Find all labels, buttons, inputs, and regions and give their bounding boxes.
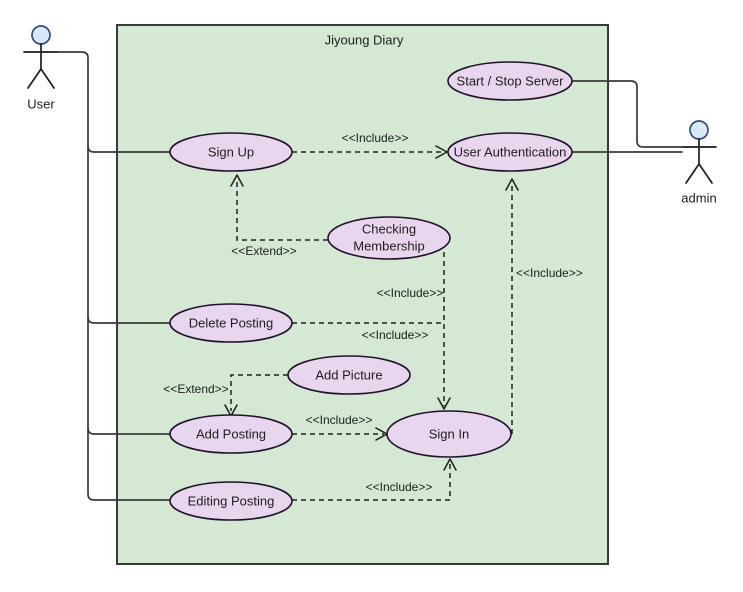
sign-up-label: Sign Up: [208, 144, 254, 159]
assoc-user-to-sign-up: [87, 145, 171, 153]
assoc-user-to-editing-posting: [57, 51, 171, 501]
user-authentication-label: User Authentication: [454, 144, 567, 159]
use-case-sign-up[interactable]: Sign Up: [169, 132, 293, 172]
dep-arrowhead-checking-membership-to-sign-in: [437, 397, 451, 410]
dep-arrowhead-checking-membership-to-sign-up: [230, 174, 244, 187]
assoc-user-to-add-posting: [87, 427, 171, 435]
dep-editing-posting-to-sign-in: [292, 462, 451, 501]
label-extend-membership-signup: <<Extend>>: [231, 244, 296, 258]
use-case-add-picture[interactable]: Add Picture: [287, 355, 411, 395]
start-stop-server-label: Start / Stop Server: [457, 73, 565, 88]
start-stop-server-shape: [447, 61, 573, 101]
sign-up-shape: [169, 132, 293, 172]
actor-admin-label: admin: [681, 190, 716, 205]
add-picture-label: Add Picture: [315, 367, 382, 382]
assoc-admin-to-start-stop-server: [571, 80, 683, 148]
use-case-editing-posting[interactable]: Editing Posting: [169, 481, 293, 521]
delete-posting-shape: [169, 303, 293, 343]
checking-membership-label-line1: Checking: [362, 221, 416, 236]
label-extend-picture-addposting: <<Extend>>: [163, 382, 228, 396]
assoc-user-to-delete-posting: [87, 316, 171, 324]
admin-legs-icon: [685, 163, 713, 184]
dep-arrowhead-sign-in-to-user-authentication: [505, 178, 519, 191]
admin-head-icon: [689, 120, 709, 140]
label-include-membership-signin: <<Include>>: [377, 286, 444, 300]
label-include-addposting-signin: <<Include>>: [306, 413, 373, 427]
user-authentication-shape: [447, 132, 573, 172]
dep-arrowhead-editing-posting-to-sign-in: [443, 458, 457, 471]
checking-membership-shape: [327, 216, 451, 260]
dep-arrowhead-sign-up-to-user-authentication: [435, 145, 448, 159]
use-case-checking-membership[interactable]: Checking Membership: [327, 216, 451, 260]
add-picture-shape: [287, 355, 411, 395]
use-case-user-authentication[interactable]: User Authentication: [447, 132, 573, 172]
checking-membership-label-line2: Membership: [353, 238, 425, 253]
label-include-delete-signin: <<Include>>: [362, 328, 429, 342]
label-include-signin-auth: <<Include>>: [516, 266, 583, 280]
actor-user[interactable]: User: [23, 25, 59, 111]
user-head-icon: [31, 25, 51, 45]
dep-add-picture-to-add-posting: [230, 374, 288, 411]
delete-posting-label: Delete Posting: [189, 315, 274, 330]
use-case-sign-in[interactable]: Sign In: [386, 410, 512, 458]
system-boundary-title: Jiyoung Diary: [325, 32, 404, 47]
editing-posting-shape: [169, 481, 293, 521]
editing-posting-label: Editing Posting: [188, 493, 275, 508]
use-case-add-posting[interactable]: Add Posting: [169, 414, 293, 454]
label-include-signup-auth: <<Include>>: [342, 131, 409, 145]
actor-admin[interactable]: admin: [681, 120, 717, 205]
add-posting-shape: [169, 414, 293, 454]
label-include-editing-signin: <<Include>>: [366, 480, 433, 494]
use-case-start-stop-server[interactable]: Start / Stop Server: [447, 61, 573, 101]
user-legs-icon: [27, 68, 55, 89]
actor-user-label: User: [27, 96, 55, 111]
sign-in-label: Sign In: [429, 426, 469, 441]
dep-checking-membership-to-sign-up: [236, 178, 328, 241]
sign-in-shape: [386, 410, 512, 458]
system-boundary-box: [116, 24, 609, 565]
use-case-delete-posting[interactable]: Delete Posting: [169, 303, 293, 343]
add-posting-label: Add Posting: [196, 426, 266, 441]
